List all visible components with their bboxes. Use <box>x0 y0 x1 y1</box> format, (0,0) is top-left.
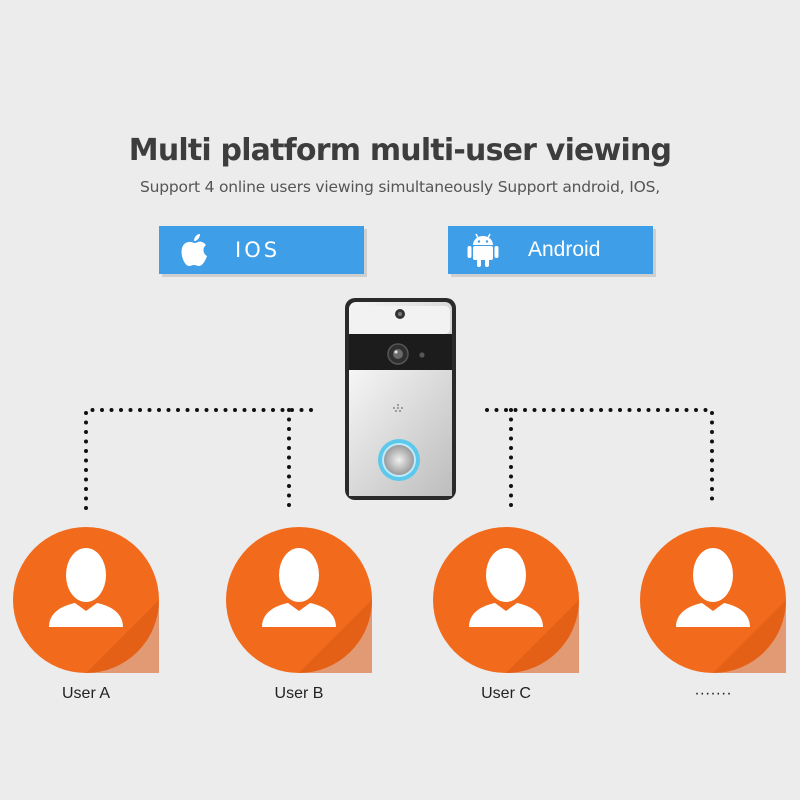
apple-icon <box>159 232 229 268</box>
headline: Multi platform multi-user viewing <box>128 133 672 168</box>
android-badge: Android <box>448 226 653 274</box>
ios-badge: IOS <box>159 226 364 274</box>
android-icon <box>448 231 518 269</box>
connector-left <box>84 408 314 510</box>
user-avatar-icon <box>640 527 786 673</box>
android-label: Android <box>528 238 601 261</box>
user-c: User C <box>433 527 579 703</box>
user-avatar-icon <box>433 527 579 673</box>
user-b: User B <box>226 527 372 703</box>
connector-right <box>485 408 714 510</box>
user-avatar-icon <box>226 527 372 673</box>
user-label: User B <box>274 685 324 702</box>
user-label: User A <box>61 685 110 702</box>
doorbell-device <box>345 298 456 500</box>
user-label: User C <box>481 685 531 702</box>
user-a: User A <box>13 527 159 703</box>
user-label: ······· <box>694 685 732 702</box>
user-avatar-icon <box>13 527 159 673</box>
ios-label: IOS <box>235 238 281 262</box>
user-more: ······· <box>640 527 786 703</box>
subheadline: Support 4 online users viewing simultane… <box>140 178 660 196</box>
